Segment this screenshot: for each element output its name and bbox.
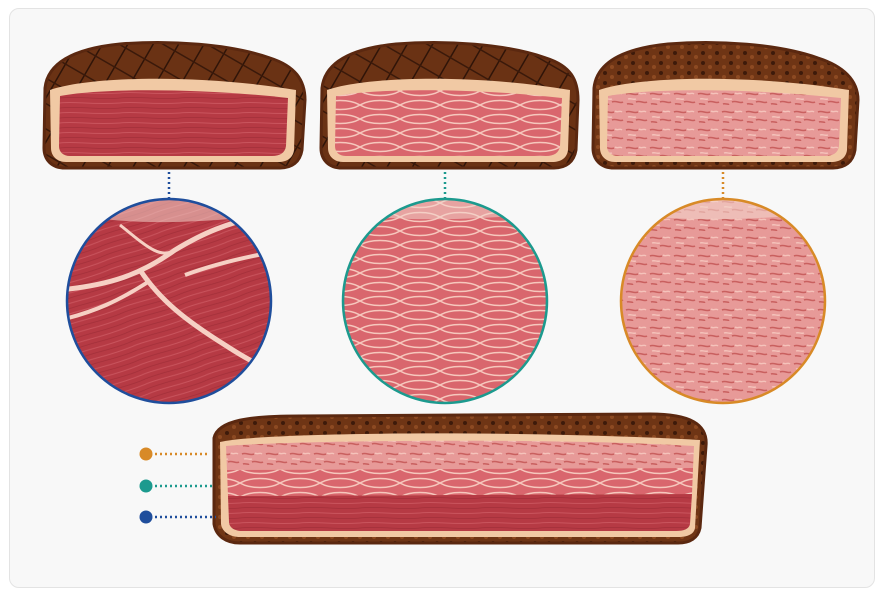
steak-combined	[214, 414, 706, 543]
meat-cut-face	[607, 90, 841, 156]
steak-well-done	[593, 43, 858, 168]
steak-medium	[321, 43, 578, 168]
zoom-circle-medium	[336, 195, 556, 410]
zoom-circle-well-done	[614, 195, 834, 410]
layer-marker-rare	[140, 511, 217, 524]
layer-medium	[227, 468, 693, 496]
layer-marker-well-done	[140, 448, 209, 461]
steak-rare	[44, 43, 305, 168]
meat-cut-face	[59, 90, 288, 156]
meat-cut-face	[335, 90, 562, 156]
layer-rare	[228, 494, 692, 531]
zoom-circle-rare	[33, 166, 309, 438]
layer-marker-medium	[140, 480, 213, 493]
layer-well-done	[226, 441, 694, 470]
